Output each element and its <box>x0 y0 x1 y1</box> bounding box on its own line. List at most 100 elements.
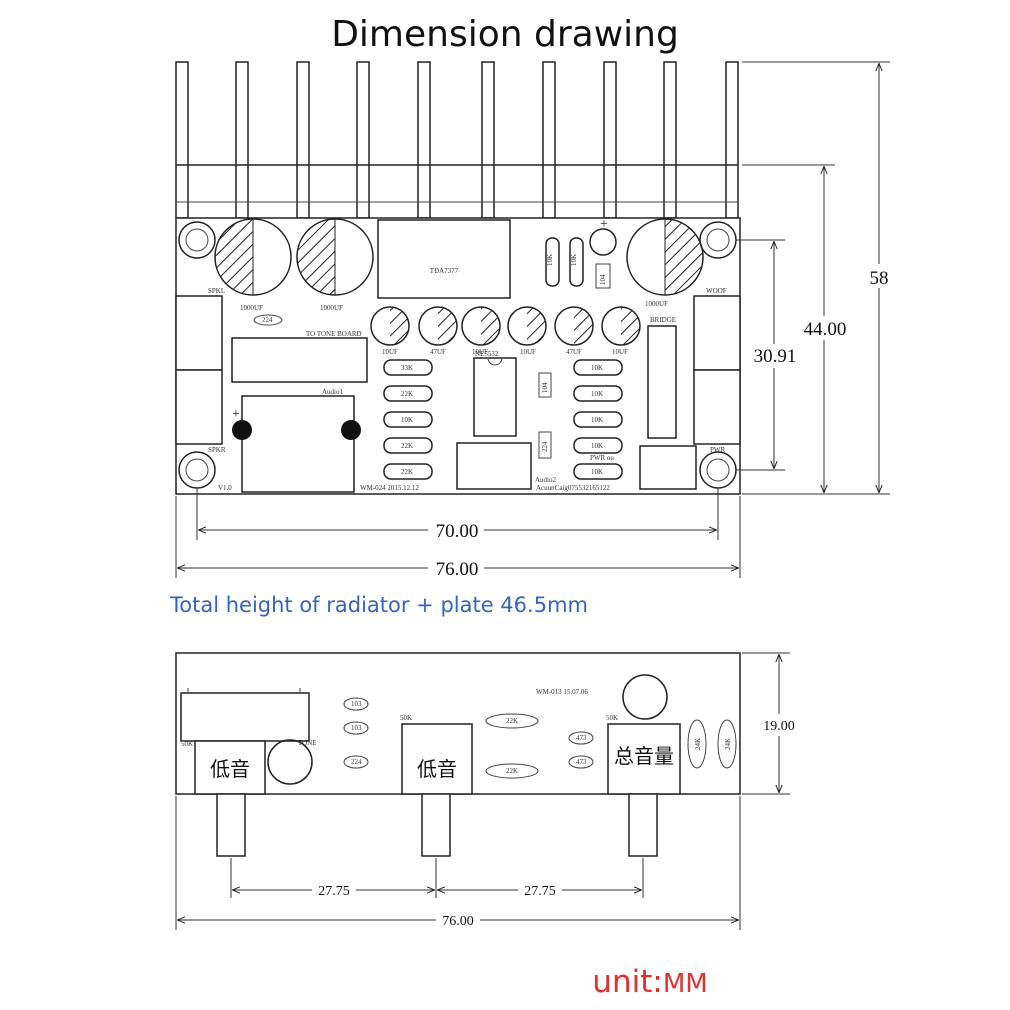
audio2-label: Audio2 <box>535 476 557 484</box>
res-22k-a-label: 22K <box>506 717 518 725</box>
version-label: V1.0 <box>218 484 232 492</box>
pot3-value: 50K <box>606 714 618 722</box>
r10k-b-label: 10K <box>570 254 578 266</box>
knob-shaft-1 <box>216 793 246 857</box>
res-right-4: 10K <box>591 442 603 450</box>
cap-473-a-label: 473 <box>576 734 587 742</box>
terminal-dot-left <box>232 420 252 440</box>
pot3-label: 总音量 <box>614 744 674 768</box>
small-cap-label-2: 47UF <box>430 348 446 356</box>
small-cap-label-3: 10UF <box>472 348 488 356</box>
cap-224-label: 224 <box>351 758 362 766</box>
woof-label: WOOF <box>706 287 727 295</box>
res-left-1: 33K <box>401 364 413 372</box>
contact-label: AcuunCaig075532165122 <box>536 484 610 492</box>
spkr-connector <box>175 369 223 445</box>
unit-prefix: unit: <box>592 964 663 1000</box>
pot1-value: 50K <box>181 740 193 748</box>
cap-left2-label: 1000UF <box>320 304 343 312</box>
cap-103-a-label: 103 <box>351 700 362 708</box>
r10k-a-label: 10K <box>546 254 554 266</box>
plus-terminal: + <box>232 407 240 422</box>
dim-board-width: 76.00 <box>436 559 479 580</box>
pot2-value: 50K <box>400 714 412 722</box>
spkl-connector <box>175 295 223 371</box>
pwr-connector <box>693 369 741 445</box>
pot-bass-2 <box>401 723 473 795</box>
capacitor-right <box>626 218 704 296</box>
spkl-label: SPKL <box>208 287 225 295</box>
pwr-out-label: PWR ou <box>590 454 614 462</box>
cap-103-b <box>343 721 369 735</box>
dim-total-height: 58 <box>870 268 889 289</box>
page-title: Dimension drawing <box>331 14 679 55</box>
terminal-dot-right <box>341 420 361 440</box>
side-header <box>180 692 310 742</box>
dim-side-width: 76.00 <box>442 914 474 929</box>
cap-473-b <box>568 755 594 769</box>
height-note: Total height of radiator + plate 46.5mm <box>169 593 588 617</box>
woof-connector <box>693 295 741 371</box>
cap-473-b-label: 473 <box>576 758 587 766</box>
ne5532-chip <box>473 357 517 437</box>
resistor-top-1 <box>545 237 560 287</box>
res-24k-b-label: 24K <box>724 738 732 750</box>
side-cap <box>622 674 668 720</box>
capacitor-left-2 <box>296 218 374 296</box>
dim-board-height: 44.00 <box>804 319 847 340</box>
small-cap-label-1: 10UF <box>382 348 398 356</box>
heatsink <box>175 61 739 219</box>
side-model-label: WM-013 15.07.06 <box>536 688 588 696</box>
pot2-label: 低音 <box>417 757 457 781</box>
cap-224 <box>343 755 369 769</box>
dim-hole-spacing-v: 30.91 <box>754 346 797 367</box>
bridge-label: BRIDGE <box>650 316 676 324</box>
cap-224 <box>253 314 283 326</box>
res-22k-a <box>485 713 539 729</box>
res-24k-b <box>717 719 737 769</box>
pot1-label: 低音 <box>210 757 250 781</box>
cap-right-label: 1000UF <box>645 300 668 308</box>
small-caps-row <box>370 306 641 346</box>
res-right-1: 10K <box>591 364 603 372</box>
audio1-label: Audio1 <box>322 388 344 396</box>
pwr-small-connector <box>639 445 697 490</box>
cap-103-b-label: 103 <box>351 724 362 732</box>
res-right-2: 10K <box>591 390 603 398</box>
res-right-3: 10K <box>591 416 603 424</box>
res-left-5: 22K <box>401 468 413 476</box>
ne5532-label: NE5532 <box>475 350 499 358</box>
c224b-label: 224 <box>541 441 549 452</box>
power-block <box>241 395 355 493</box>
c104b-label: 104 <box>541 382 549 393</box>
tone-label: TONE <box>298 739 317 747</box>
chip-tda7377 <box>377 219 511 299</box>
plus-sign: + <box>600 217 608 232</box>
cap224b-body <box>538 431 552 459</box>
small-cap-top <box>589 228 617 256</box>
chip-label: TDA7377 <box>430 267 459 275</box>
cap-473-a <box>568 731 594 745</box>
res-22k-b-label: 22K <box>506 767 518 775</box>
res-24k-a <box>687 719 707 769</box>
cap-103-a <box>343 697 369 711</box>
cap104b-body <box>538 372 552 398</box>
res-22k-b <box>485 763 539 779</box>
knob-shaft-2 <box>421 793 451 857</box>
cap-left1-label: 1000UF <box>240 304 263 312</box>
dim-hole-spacing-h: 70.00 <box>436 521 479 542</box>
resistors-right <box>573 359 623 480</box>
bridge-header <box>647 325 677 439</box>
capacitor-left-1 <box>214 218 292 296</box>
dim-knob-spacing-2: 27.75 <box>524 884 556 899</box>
knob-shaft-3 <box>628 793 658 857</box>
unit-label: unit:MM <box>592 964 707 1000</box>
res-right-5: 10K <box>591 468 603 476</box>
spkr-label: SPKR <box>208 446 226 454</box>
dim-side-height: 19.00 <box>763 719 795 734</box>
tone-cap <box>267 739 313 785</box>
res-left-4: 22K <box>401 442 413 450</box>
c104-label: 104 <box>599 274 607 285</box>
pwr-label: PWR <box>710 446 726 454</box>
small-cap-label-6: 10UF <box>612 348 628 356</box>
